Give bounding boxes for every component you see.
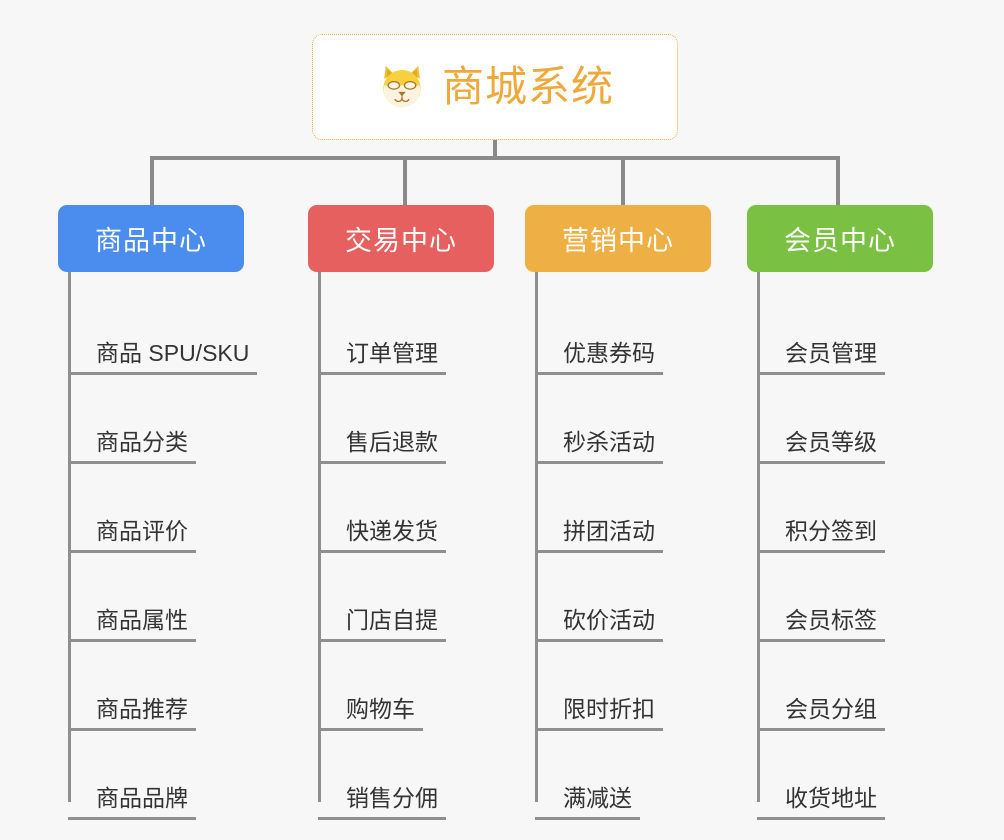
list-item-label: 限时折扣	[535, 696, 663, 731]
list-item[interactable]: 门店自提	[318, 553, 528, 642]
list-item[interactable]: 秒杀活动	[535, 375, 745, 464]
connector-bus	[150, 156, 840, 160]
list-item-label: 商品 SPU/SKU	[68, 340, 258, 375]
connector-root-stem	[493, 140, 497, 158]
list-item-label: 会员标签	[757, 607, 885, 642]
connector-drop-4	[836, 156, 840, 208]
list-item[interactable]: 商品评价	[68, 464, 278, 553]
list-item-label: 商品推荐	[68, 696, 196, 731]
root-title: 商城系统	[441, 63, 614, 110]
list-item-label: 砍价活动	[535, 607, 663, 642]
list-item[interactable]: 售后退款	[318, 375, 528, 464]
list-item[interactable]: 商品推荐	[68, 642, 278, 731]
list-item[interactable]: 满减送	[535, 731, 745, 820]
shiba-dog-face-icon	[383, 65, 421, 108]
list-item[interactable]: 购物车	[318, 642, 528, 731]
list-item-label: 会员管理	[757, 340, 885, 375]
trunk-line	[318, 272, 321, 802]
list-item-label: 拼团活动	[535, 518, 663, 553]
trunk-line	[68, 272, 71, 802]
list-item[interactable]: 会员管理	[757, 286, 967, 375]
list-item[interactable]: 商品属性	[68, 553, 278, 642]
category-column-product: 商品中心 商品 SPU/SKU 商品分类 商品评价 商品属性 商品推荐 商品品牌	[58, 205, 278, 820]
list-item-label: 优惠券码	[535, 340, 663, 375]
list-item-label: 满减送	[535, 785, 640, 820]
list-item-label: 积分签到	[757, 518, 885, 553]
list-item-label: 会员等级	[757, 429, 885, 464]
list-item-label: 商品评价	[68, 518, 196, 553]
trunk-line	[757, 272, 760, 802]
category-header-product[interactable]: 商品中心	[58, 205, 244, 272]
category-header-marketing[interactable]: 营销中心	[525, 205, 711, 272]
trunk-line	[535, 272, 538, 802]
list-item[interactable]: 优惠券码	[535, 286, 745, 375]
category-title: 商品中心	[95, 226, 207, 256]
list-item[interactable]: 销售分佣	[318, 731, 528, 820]
leaf-stack: 会员管理 会员等级 积分签到 会员标签 会员分组 收货地址	[747, 272, 967, 820]
list-item[interactable]: 订单管理	[318, 286, 528, 375]
category-header-trade[interactable]: 交易中心	[308, 205, 494, 272]
list-item[interactable]: 会员等级	[757, 375, 967, 464]
list-item-label: 订单管理	[318, 340, 446, 375]
list-item-label: 销售分佣	[318, 785, 446, 820]
root-node[interactable]: 商城系统	[312, 34, 678, 140]
list-item[interactable]: 拼团活动	[535, 464, 745, 553]
list-item-label: 门店自提	[318, 607, 446, 642]
list-item[interactable]: 收货地址	[757, 731, 967, 820]
list-item[interactable]: 积分签到	[757, 464, 967, 553]
list-item[interactable]: 会员分组	[757, 642, 967, 731]
list-item[interactable]: 商品品牌	[68, 731, 278, 820]
leaf-stack: 订单管理 售后退款 快递发货 门店自提 购物车 销售分佣	[308, 272, 528, 820]
list-item-label: 秒杀活动	[535, 429, 663, 464]
category-header-member[interactable]: 会员中心	[747, 205, 933, 272]
leaf-stack: 商品 SPU/SKU 商品分类 商品评价 商品属性 商品推荐 商品品牌	[58, 272, 278, 820]
list-item-label: 快递发货	[318, 518, 446, 553]
leaf-stack: 优惠券码 秒杀活动 拼团活动 砍价活动 限时折扣 满减送	[525, 272, 745, 820]
list-item[interactable]: 会员标签	[757, 553, 967, 642]
list-item-label: 会员分组	[757, 696, 885, 731]
list-item[interactable]: 商品分类	[68, 375, 278, 464]
list-item-label: 商品属性	[68, 607, 196, 642]
connector-drop-3	[621, 156, 625, 208]
list-item[interactable]: 限时折扣	[535, 642, 745, 731]
list-item-label: 收货地址	[757, 785, 885, 820]
connector-drop-1	[150, 156, 154, 208]
list-item-label: 商品品牌	[68, 785, 196, 820]
list-item-label: 购物车	[318, 696, 423, 731]
category-title: 交易中心	[345, 226, 457, 256]
category-title: 营销中心	[562, 226, 674, 256]
category-title: 会员中心	[784, 226, 896, 256]
list-item-label: 售后退款	[318, 429, 446, 464]
list-item[interactable]: 商品 SPU/SKU	[68, 286, 278, 375]
category-column-trade: 交易中心 订单管理 售后退款 快递发货 门店自提 购物车 销售分佣	[308, 205, 528, 820]
category-column-marketing: 营销中心 优惠券码 秒杀活动 拼团活动 砍价活动 限时折扣 满减送	[525, 205, 745, 820]
category-column-member: 会员中心 会员管理 会员等级 积分签到 会员标签 会员分组 收货地址	[747, 205, 967, 820]
list-item-label: 商品分类	[68, 429, 196, 464]
list-item[interactable]: 砍价活动	[535, 553, 745, 642]
list-item[interactable]: 快递发货	[318, 464, 528, 553]
connector-drop-2	[403, 156, 407, 208]
